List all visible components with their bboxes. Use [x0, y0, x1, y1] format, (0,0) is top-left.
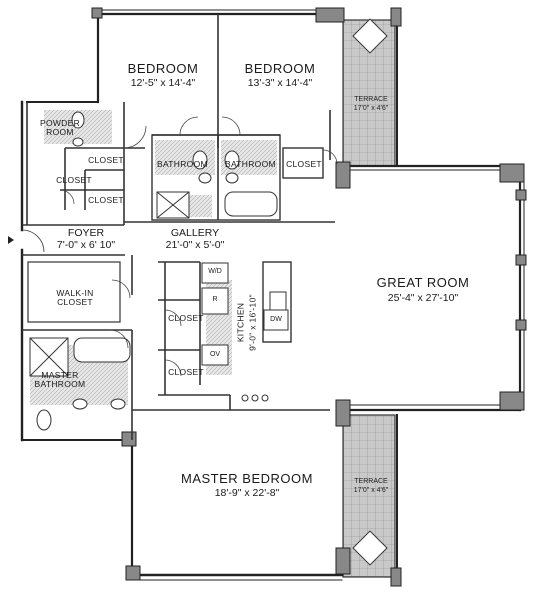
- closet-d-label: CLOSET: [286, 159, 322, 169]
- walk-in-label-2: CLOSET: [57, 297, 93, 307]
- closet-e-label: CLOSET: [168, 313, 204, 323]
- refrigerator-label: R: [212, 296, 218, 303]
- interior-walls: [22, 14, 335, 440]
- terrace-top-name: TERRACE: [354, 96, 388, 103]
- master-bath-label-2: BATHROOM: [34, 379, 86, 389]
- closet-b-label: CLOSET: [56, 175, 92, 185]
- gallery-dim: 21'-0" x 5'-0": [165, 239, 225, 251]
- bedroom2-name: BEDROOM: [244, 61, 316, 76]
- exterior-walls: [20, 8, 525, 581]
- terrace-bottom-dim: 17'0" x 4'6": [353, 487, 389, 494]
- bath1-label: BATHROOM: [157, 159, 208, 169]
- appliance-boxes: [201, 262, 289, 366]
- kitchen-dim: 9'-0" x 16'-10": [247, 294, 258, 351]
- dishwasher-label: DW: [270, 316, 282, 323]
- fixtures: [29, 111, 287, 431]
- great-room-dim: 25'-4" x 27'-10": [387, 292, 459, 304]
- washer-dryer-label: W/D: [208, 268, 222, 275]
- master-bedroom-name: MASTER BEDROOM: [181, 471, 313, 486]
- foyer-name: FOYER: [67, 227, 105, 239]
- entry-arrow-icon: [8, 236, 14, 244]
- bedroom2-dim: 13'-3" x 14'-4": [247, 77, 313, 89]
- closet-a-label: CLOSET: [88, 155, 124, 165]
- bedroom1-dim: 12'-5" x 14'-4": [130, 77, 196, 89]
- kitchen-name: KITCHEN: [235, 302, 246, 343]
- terrace-bottom: [342, 414, 396, 578]
- master-bedroom-dim: 18'-9" x 22'-8": [214, 487, 280, 499]
- walk-in-label-1: WALK-IN: [56, 288, 94, 298]
- powder-room-label-2: ROOM: [46, 127, 74, 137]
- columns: [91, 7, 527, 587]
- foyer-dim: 7'-0" x 6' 10": [56, 239, 116, 251]
- oven-label: OV: [209, 351, 221, 358]
- terrace-top: [342, 18, 396, 167]
- bedroom1-name: BEDROOM: [127, 61, 199, 76]
- great-room-name: GREAT ROOM: [376, 275, 470, 290]
- bath2-label: BATHROOM: [225, 159, 276, 169]
- powder-room-label-1: POWDER: [39, 118, 81, 128]
- closet-c-label: CLOSET: [88, 195, 124, 205]
- closet-f-label: CLOSET: [168, 367, 204, 377]
- terrace-bottom-name: TERRACE: [354, 478, 388, 485]
- master-bath-label-1: MASTER: [41, 370, 79, 380]
- door-swings: [21, 116, 338, 377]
- terrace-top-dim: 17'0" x 4'6": [353, 105, 389, 112]
- gallery-name: GALLERY: [170, 227, 220, 239]
